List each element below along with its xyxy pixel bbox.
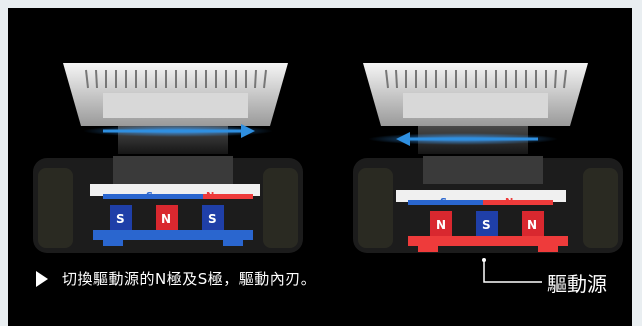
right-body-side-left [358,168,393,248]
right-top-bar [396,190,566,202]
right-body-side-right [583,168,618,248]
left-magnet-label-2: N [161,212,171,226]
left-magnet-3 [202,205,224,231]
left-lower-block [113,156,233,184]
left-blade-teeth [85,69,267,89]
left-motion-arrow-right-icon [103,124,255,138]
left-top-bar [90,184,260,196]
drive-source-callout-line [482,258,542,283]
right-magnet-label-3: N [527,218,537,232]
caption-text: 切換驅動源的N極及S極，驅動內刃。 [62,270,317,288]
right-lower-block [423,156,543,184]
right-top-bar-north-segment [483,200,553,205]
right-top-label-s: S [440,197,447,208]
left-body-side-left [38,168,73,248]
right-top-bar-south-segment [408,200,483,205]
right-magnet-label-1: N [436,218,446,232]
left-magnet-2 [156,205,178,231]
left-shaver-unit: S N S N S [33,63,303,253]
right-magnet-label-2: S [482,218,491,232]
right-top-label-n: N [505,197,513,208]
left-top-label-s: S [146,191,153,202]
left-body-side-right [263,168,298,248]
right-shaver-unit: S N N S N [353,63,623,253]
left-magnet-1 [110,205,132,231]
play-triangle-icon [36,270,48,287]
left-top-label-n: N [206,191,214,202]
left-top-bar-south-segment [103,194,203,199]
right-magnet-1 [430,211,452,237]
right-motion-arrow-left-icon [396,132,538,146]
right-base [408,236,568,252]
right-blade-teeth [385,69,567,89]
right-magnet-3 [522,211,544,237]
left-magnet-label-3: S [208,212,217,226]
right-blade-inner [403,93,548,118]
left-top-bar-north-segment [203,194,253,199]
caption: 切換驅動源的N極及S極，驅動內刃。 [36,268,316,289]
right-magnet-2 [476,211,498,237]
left-base [93,230,253,246]
drive-source-label: 驅動源 [547,272,607,296]
shaver-mechanism-diagram: S N S N S [33,63,623,283]
left-magnet-label-1: S [116,212,125,226]
right-body-shadow [353,158,623,253]
left-blade-inner [103,93,248,118]
